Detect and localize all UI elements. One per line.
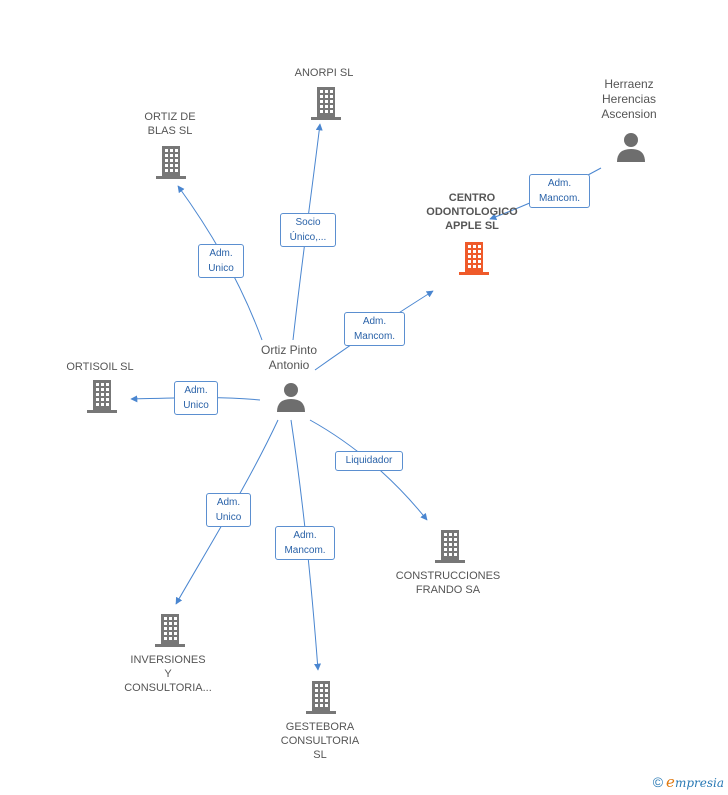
edge-label-construcciones[interactable]: Liquidador: [335, 451, 403, 471]
brand-logo: empresia: [666, 773, 724, 791]
node-label-ortiz-pinto[interactable]: Ortiz Pinto Antonio: [260, 343, 317, 372]
node-label-inversiones[interactable]: INVERSIONES Y CONSULTORIA...: [124, 654, 212, 694]
person-icon[interactable]: [275, 381, 307, 413]
building-icon[interactable]: [304, 679, 338, 715]
building-icon[interactable]: [309, 85, 343, 121]
node-label-construcciones[interactable]: CONSTRUCCIONES FRANDO SA: [395, 570, 501, 596]
building-icon[interactable]: [154, 144, 188, 180]
building-icon[interactable]: [85, 378, 119, 414]
person-icon[interactable]: [615, 131, 647, 163]
edge-label-inversiones[interactable]: Adm. Unico: [206, 493, 251, 527]
edge-label-centro[interactable]: Adm. Mancom.: [344, 312, 405, 346]
building-main-icon[interactable]: [457, 240, 491, 276]
node-label-centro[interactable]: CENTRO ODONTOLOGICO APPLE SL: [426, 192, 518, 232]
node-label-herraenz[interactable]: Herraenz Herencias Ascension: [601, 77, 657, 121]
edge-label-ortisoil[interactable]: Adm. Unico: [174, 381, 218, 415]
node-label-ortiz-de-blas[interactable]: ORTIZ DE BLAS SL: [144, 111, 196, 137]
node-label-anorpi[interactable]: ANORPI SL: [294, 67, 354, 79]
node-label-ortisoil[interactable]: ORTISOIL SL: [66, 361, 134, 373]
building-icon[interactable]: [153, 612, 187, 648]
copyright-icon: ©: [652, 774, 664, 790]
edge-label-ortiz-de-blas[interactable]: Adm. Unico: [198, 244, 244, 278]
building-icon[interactable]: [433, 528, 467, 564]
node-label-gestebora[interactable]: GESTEBORA CONSULTORIA SL: [280, 721, 360, 761]
edge-label-gestebora[interactable]: Adm. Mancom.: [275, 526, 335, 560]
footer-brand[interactable]: © empresia: [653, 773, 724, 791]
edge-label-anorpi[interactable]: Socio Único,...: [280, 213, 336, 247]
edge-label-herraenz[interactable]: Adm. Mancom.: [529, 174, 590, 208]
